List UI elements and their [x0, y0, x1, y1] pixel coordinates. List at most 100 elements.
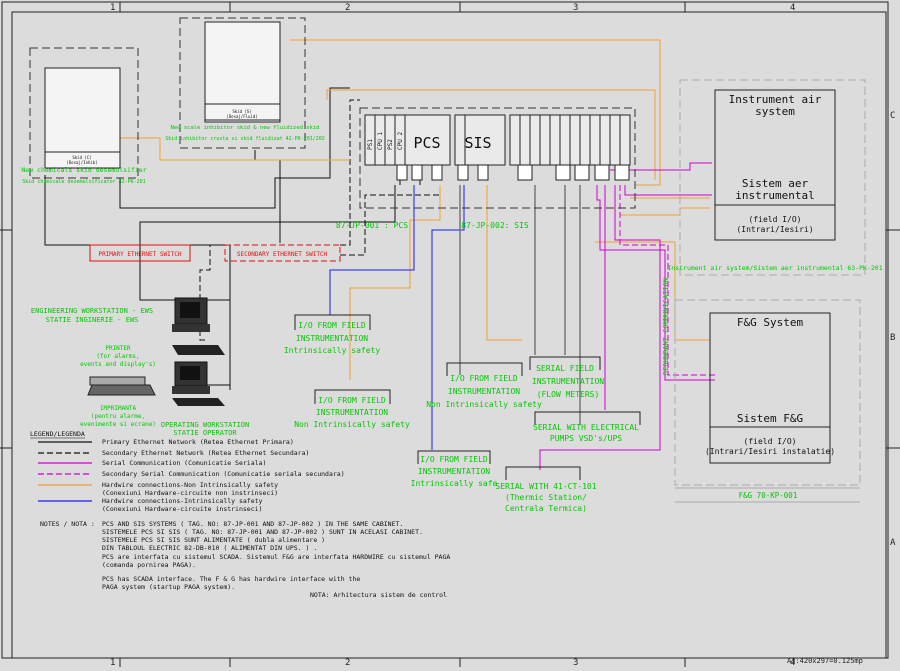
column-label: 2 — [345, 658, 350, 667]
io-block-line: SERIAL WITH ELECTRICAL — [533, 423, 639, 432]
scale-skid: Skid (S)(Dosaj/Fluid) New scale inhibito… — [165, 17, 325, 149]
air-title: Instrument air — [729, 93, 822, 106]
io-block-line: Intrinsically safety — [284, 346, 381, 355]
column-label: 4 — [790, 658, 795, 667]
scale-caption-en: New scale inhibitor skid & new fluidized… — [170, 125, 319, 131]
fg-title: F&G System — [737, 316, 804, 329]
fg-caption: F&G 70-KP-001 — [739, 491, 798, 500]
column-label: 3 — [573, 3, 578, 13]
column-label: 3 — [573, 658, 578, 667]
secondary-switch-label: SECONDARY ETHERNET SWITCH — [237, 251, 328, 258]
io-block-line: SERIAL FIELD — [536, 364, 594, 373]
redundant-label: REDUNDANT COMMUNICATION — [662, 278, 670, 375]
row-label: A — [890, 538, 896, 548]
column-label: 1 — [110, 658, 115, 667]
note-line: SISTEMELE PCS SI SIS ( TAG. NO: 87-JP-00… — [102, 528, 423, 536]
io-block-flow-meters: SERIAL FIELD INSTRUMENTATION (FLOW METER… — [529, 356, 604, 399]
printer-icon — [87, 376, 156, 396]
note-line: PAGA system (startup PAGA system). — [102, 583, 235, 591]
serial-lines — [539, 162, 715, 470]
io-block-line: INSTRUMENTATION — [448, 387, 520, 396]
chemicals-caption-en: New chemicals skid desemulsifier — [21, 166, 146, 174]
secondary-serial-lines — [619, 185, 715, 376]
air-io: (Intrari/Iesiri) — [736, 225, 813, 234]
legend-label: Hardwire connections-Intrinsically safet… — [102, 497, 263, 505]
note-line: DIN TABLOUL ELECTRIC 82-DB-010 ( ALIMENT… — [102, 544, 317, 552]
instrument-air-system: Instrument air system Sistem aer instrum… — [667, 79, 883, 276]
imprimanta-label: evenimente si ecrane) — [80, 421, 156, 428]
printer-label: (for alarms, — [96, 353, 139, 360]
io-block-thermic-station: SERIAL WITH 41-CT-101 (Thermic Station/ … — [495, 466, 597, 513]
fg-title-ro: Sistem F&G — [737, 412, 803, 425]
chemicals-skid: Skid (C)(Dosaj/Inhib) New chemicals skid… — [21, 47, 147, 185]
computer-icon — [172, 297, 225, 355]
sis-tag: 87-JP-002: SIS — [461, 221, 529, 230]
io-block-line: I/O FROM FIELD — [318, 396, 386, 405]
operating-workstation: OPERATING WORKSTATION STATIE OPERATOR — [161, 361, 250, 437]
computer-icon — [172, 361, 225, 406]
module-label: PS2 — [387, 139, 394, 150]
sis-label: SIS — [464, 134, 491, 152]
printer: PRINTER (for alarms, events and display'… — [80, 345, 156, 428]
io-block-is-pcs: I/O FROM FIELD INSTRUMENTATION Intrinsic… — [284, 314, 381, 355]
row-label: B — [890, 333, 895, 343]
engineering-workstation: ENGINEERING WORKSTATION - EWS STATIE ING… — [31, 297, 225, 355]
note-line: PCS has SCADA interface. The F & G has h… — [102, 575, 360, 583]
io-block-line: SERIAL WITH 41-CT-101 — [495, 482, 596, 491]
notes-footer: NOTA: Arhitectura sistem de control — [310, 591, 447, 599]
io-block-is-sis: I/O FROM FIELD INSTRUMENTATION Intrinsic… — [411, 450, 498, 488]
sheet-format: A3:420x297=0.125mp — [787, 657, 863, 665]
pcs-label: PCS — [413, 134, 440, 152]
ews-label: ENGINEERING WORKSTATION - EWS — [31, 307, 153, 315]
fg-io: (Intrari/Iesiri instalatie) — [705, 447, 835, 456]
io-block-line: Non Intrinsically safety — [426, 400, 542, 409]
fg-io: (field I/O) — [744, 437, 797, 446]
air-title: system — [755, 105, 795, 118]
column-label: 1 — [110, 3, 115, 13]
io-block-nis-pcs: I/O FROM FIELD INSTRUMENTATION Non Intri… — [294, 389, 410, 429]
io-block-line: INSTRUMENTATION — [316, 408, 388, 417]
column-label: 2 — [345, 3, 350, 13]
io-block-line: Centrala Termica) — [505, 504, 587, 513]
orange-hardwire-lines — [120, 39, 710, 380]
row-label: C — [890, 111, 895, 121]
imprimanta-label: IMPRIMANTA — [100, 405, 137, 412]
ews-label-ro: STATIE INGINERIE - EWS — [46, 316, 139, 324]
notes-lines: PCS AND SIS SYSTEMS ( TAG. NO: 87-JP-001… — [102, 520, 450, 591]
io-block-line: Non Intrinsically safety — [294, 420, 410, 429]
scale-nameplate: Skid (S)(Dosaj/Fluid) — [226, 109, 257, 119]
note-line: (comanda pornirea PAGA). — [102, 561, 196, 569]
fg-system: F&G System Sistem F&G (field I/O) (Intra… — [674, 299, 861, 503]
io-block-line: PUMPS VSD's/UPS — [550, 434, 622, 443]
legend-title: LEGEND/LEGENDA — [30, 430, 85, 438]
secondary-ethernet-switch: SECONDARY ETHERNET SWITCH — [224, 244, 341, 262]
primary-ethernet-switch: PRIMARY ETHERNET SWITCH — [89, 244, 191, 262]
io-block-line: (Thermic Station/ — [505, 493, 587, 502]
legend: LEGEND/LEGENDA Primary Ethernet Network … — [30, 430, 345, 513]
legend-label: Secondary Ethernet Network (Retea Ethern… — [102, 449, 309, 457]
legend-label: Hardwire connections-Non Intrinsically s… — [102, 481, 278, 489]
module-label: CPU 2 — [397, 132, 404, 150]
io-block-nis-sis: I/O FROM FIELD INSTRUMENTATION Non Intri… — [426, 362, 542, 409]
io-block-line: INSTRUMENTATION — [296, 334, 368, 343]
operator-label: OPERATING WORKSTATION — [161, 421, 250, 429]
io-block-line: INSTRUMENTATION — [418, 467, 490, 476]
printer-label: events and display's) — [80, 361, 156, 368]
io-block-line: INSTRUMENTATION — [532, 377, 604, 386]
note-line: PCS AND SIS SYSTEMS ( TAG. NO: 87-JP-001… — [102, 520, 403, 528]
air-title-ro: Sistem aer — [742, 177, 809, 190]
air-io: (field I/O) — [749, 215, 802, 224]
air-title-ro: instrumental — [735, 189, 814, 202]
io-block-electrical-pumps: SERIAL WITH ELECTRICAL PUMPS VSD's/UPS — [533, 411, 641, 443]
imprimanta-label: (pentru alarme, — [91, 413, 145, 420]
legend-label: Serial Communication (Comunicatie Serial… — [102, 459, 266, 467]
field-cables — [459, 185, 581, 425]
legend-label: Secondary Serial Communication (Comunica… — [102, 470, 345, 478]
io-block-line: I/O FROM FIELD — [450, 374, 518, 383]
notes-label: NOTES / NOTA : — [40, 520, 95, 528]
legend-label: (Conexiuni Hardware-circuite non instrin… — [102, 489, 278, 497]
legend-label: Primary Ethernet Network (Retea Ethernet… — [102, 438, 294, 446]
column-label: 4 — [790, 3, 795, 13]
operator-label-ro: STATIE OPERATOR — [173, 429, 237, 437]
